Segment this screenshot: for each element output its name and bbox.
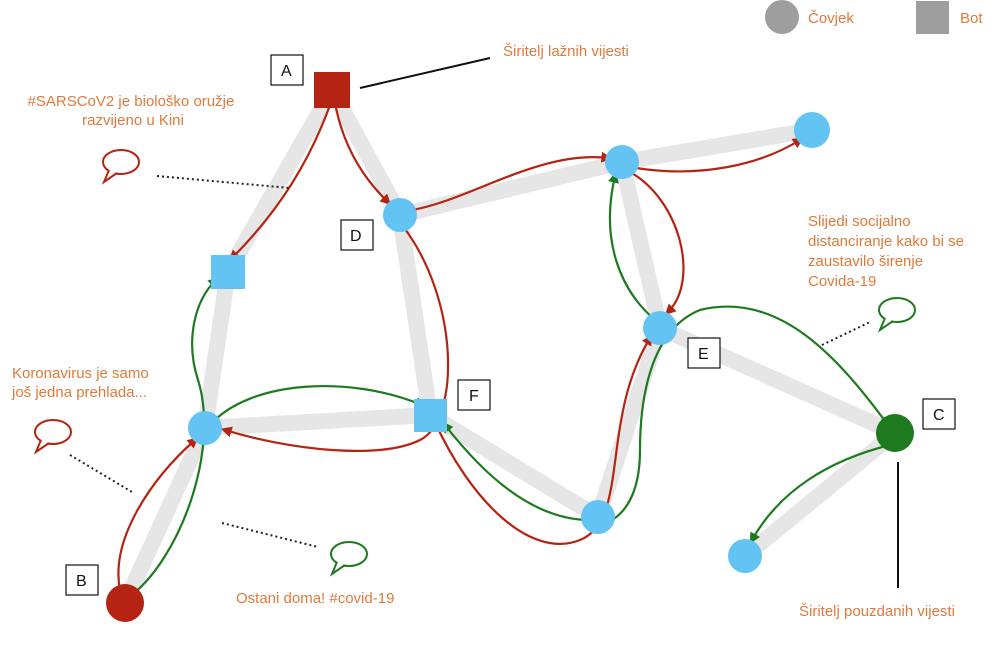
message-stay-home: Ostani doma! #covid-19 [236, 590, 394, 607]
red-flow-d-h2 [411, 151, 613, 212]
label-f: F [469, 388, 479, 405]
speech-bubble-green-icon [877, 297, 916, 333]
speech-bubble-green-icon [329, 541, 368, 577]
label-e: E [698, 346, 709, 363]
reliable-news-flows [127, 171, 891, 599]
dots-stay-home [221, 522, 319, 548]
red-flow-f-e [432, 334, 653, 545]
speech-bubble-red-icon [33, 419, 72, 455]
node-d-human [383, 198, 417, 232]
message-distancing-line-1: Slijedi socijalno [808, 213, 911, 230]
legend-human-icon [765, 0, 799, 34]
green-flow-h1-f [209, 385, 427, 426]
green-flow-h4-f [442, 421, 591, 522]
leader-lines [69, 57, 899, 588]
edge-f-h4 [422, 407, 606, 525]
reliable-spreader-label: Širitelj pouzdanih vijesti [799, 603, 955, 620]
speech-bubbles [33, 149, 916, 577]
message-cold-line-2: još jedna prehlada... [11, 384, 147, 401]
red-flow-a-d [334, 107, 392, 206]
legend-bot-icon [916, 1, 949, 34]
node-human-bottom-right [728, 539, 762, 573]
node-b-human [106, 584, 144, 622]
message-bioweapon-line-2: razvijeno u Kini [82, 112, 184, 129]
fake-spreader-label: Širitelj lažnih vijesti [503, 43, 629, 60]
leader-fake-spreader [359, 57, 491, 89]
red-flow-h2-h3 [635, 137, 804, 173]
label-box-c [922, 398, 956, 430]
fake-news-flows [117, 104, 804, 591]
red-flow-b-h1 [117, 437, 199, 591]
node-f-bot [414, 399, 447, 432]
green-flow-b-bot1 [127, 276, 220, 599]
label-box-b [65, 564, 99, 596]
red-flow-a-bot1 [228, 104, 332, 262]
node-e-human [643, 311, 677, 345]
label-box-e [687, 337, 721, 369]
label-box-d [340, 219, 374, 251]
network-edges [117, 82, 903, 611]
dots-bioweapon [156, 175, 291, 189]
node-human-top [605, 145, 639, 179]
message-bioweapon: #SARSCoV2 je biološko oružje razvijeno u… [28, 93, 239, 129]
edge-h1-f [197, 407, 438, 436]
dots-cold [69, 454, 133, 493]
green-flow-c-h5 [749, 443, 891, 544]
edge-c-h5 [737, 425, 903, 564]
node-c-human [876, 414, 914, 452]
node-human-top-right [794, 112, 830, 148]
node-human-left [188, 411, 222, 445]
edge-h2-h3 [614, 122, 820, 170]
green-flow-e-h2 [608, 171, 656, 321]
edge-a-bot1 [220, 82, 340, 280]
edge-e-h4 [590, 320, 668, 525]
label-d: D [350, 228, 362, 245]
label-a: A [281, 63, 292, 80]
message-bioweapon-line-1: #SARSCoV2 je biološko oružje [28, 93, 235, 110]
node-labels: A D F E C B [65, 54, 956, 596]
dots-distancing [821, 321, 871, 346]
node-a-bot [314, 72, 350, 108]
edge-a-d [324, 82, 408, 223]
edge-h2-e [614, 154, 668, 336]
edge-d-h2 [392, 154, 630, 223]
label-box-f [457, 379, 491, 411]
red-flow-d-f [220, 224, 450, 452]
message-cold: Koronavirus je samo još jedna prehlada..… [11, 365, 153, 401]
node-bot-left [211, 255, 245, 289]
label-c: C [933, 407, 945, 424]
label-b: B [76, 573, 87, 590]
message-cold-line-1: Koronavirus je samo [12, 365, 149, 382]
label-box-a [270, 54, 304, 86]
message-distancing-line-2: distanciranje kako bi se [808, 233, 964, 250]
legend: Čovjek Bot [765, 0, 983, 34]
text-labels: Širitelj lažnih vijesti Širitelj pouzdan… [11, 43, 968, 620]
legend-bot-label: Bot [960, 10, 983, 27]
message-distancing-line-3: zaustavilo širenje [808, 253, 923, 270]
red-flow-h2-e [629, 171, 685, 316]
node-human-bottom [581, 500, 615, 534]
edge-h1-b [117, 420, 213, 611]
legend-human-label: Čovjek [808, 10, 854, 27]
edge-d-f [392, 207, 438, 423]
edge-bot1-h1 [197, 264, 236, 436]
message-distancing: Slijedi socijalno distanciranje kako bi … [808, 213, 968, 290]
nodes [106, 72, 914, 622]
message-distancing-line-4: Covida-19 [808, 273, 876, 290]
speech-bubble-red-icon [101, 149, 140, 185]
